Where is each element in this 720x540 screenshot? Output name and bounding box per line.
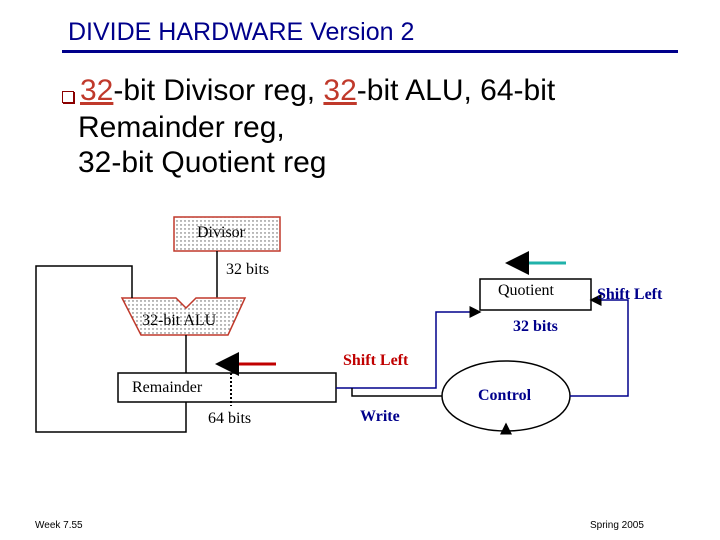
remainder-to-quotient-wire — [336, 306, 482, 389]
divisor-label: Divisor — [197, 224, 245, 241]
control-to-quotient-wire — [570, 294, 629, 397]
remainder-shift-label: Shift Left — [343, 352, 409, 369]
divisor-bits-label: 32 bits — [226, 261, 270, 278]
bullet-text-2: -bit ALU, 64-bit — [356, 74, 556, 107]
quotient-shift-label: Shift Left — [597, 286, 663, 303]
remainder-register — [117, 372, 337, 403]
footer-term: Spring 2005 — [590, 520, 644, 531]
control-label: Control — [478, 387, 532, 404]
remainder-label: Remainder — [132, 379, 203, 396]
title-underline — [62, 50, 678, 53]
footer-week: Week 7.55 — [35, 520, 83, 531]
remainder-bits-label: 64 bits — [208, 410, 252, 427]
bullet-text-1: -bit Divisor reg, — [113, 74, 324, 107]
alu-label: 32-bit ALU — [142, 312, 217, 329]
remainder-feedback-wire — [35, 265, 187, 433]
bullet-line-1: 32-bit Divisor reg, 32-bit ALU, 64-bit — [80, 74, 555, 108]
bullet-icon — [62, 91, 74, 103]
highlight-32-alu: 32 — [323, 74, 357, 107]
slide-title: DIVIDE HARDWARE Version 2 — [68, 18, 415, 46]
quotient-label: Quotient — [498, 282, 554, 299]
write-label: Write — [360, 408, 400, 425]
quotient-bits-label: 32 bits — [513, 318, 558, 335]
highlight-32-divisor: 32 — [80, 74, 114, 107]
bullet-line-3: 32-bit Quotient reg — [78, 146, 327, 179]
bullet-line-2: Remainder reg, — [78, 111, 285, 144]
divisor-register — [173, 216, 281, 252]
control-to-remainder-wire — [351, 388, 442, 397]
alu-shape — [120, 297, 247, 336]
